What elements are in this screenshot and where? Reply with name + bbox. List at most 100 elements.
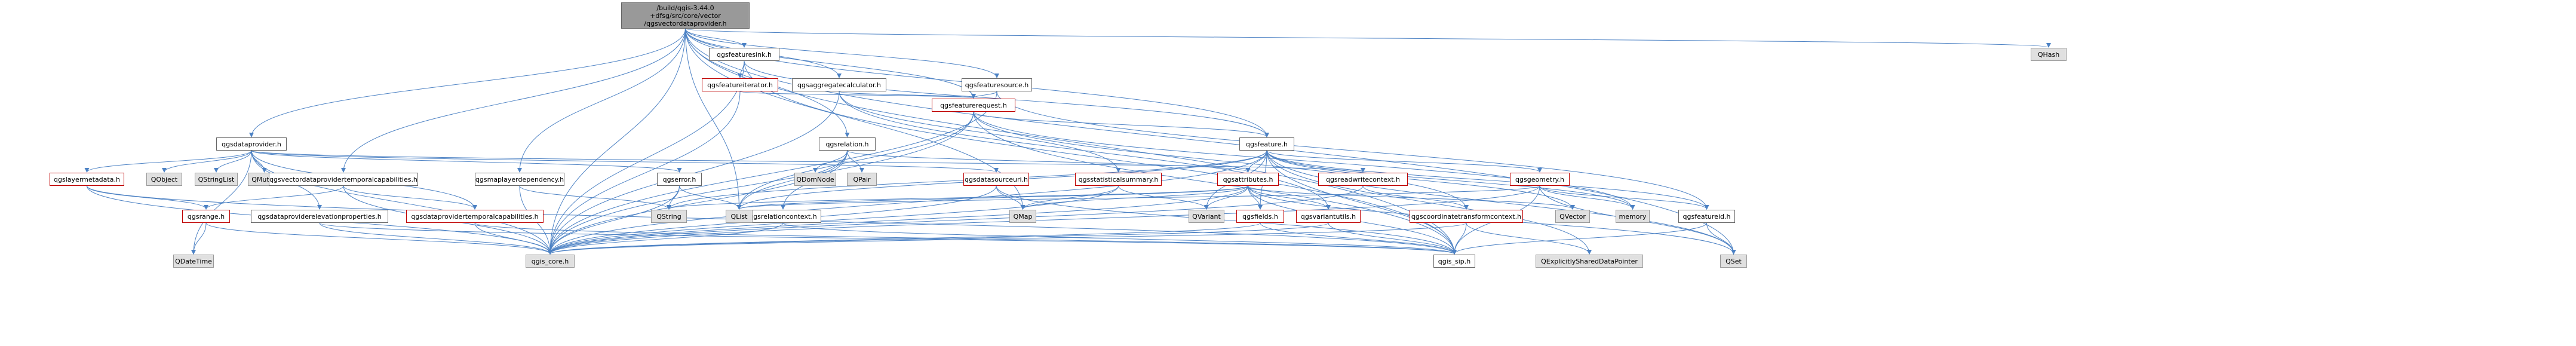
edge-error-to-qstring — [667, 185, 680, 210]
edge-range-to-core — [205, 222, 552, 255]
node-dpelevation[interactable]: qgsdataproviderelevationproperties.h — [251, 210, 388, 223]
edge-root-to-core — [548, 28, 686, 255]
edge-attributes-to-core — [548, 185, 1248, 255]
edge-geometry-to-memory — [1539, 185, 1635, 210]
edge-featureid-to-qset — [1706, 222, 1736, 255]
node-featureid[interactable]: qgsfeatureid.h — [1678, 210, 1735, 223]
node-relationctx[interactable]: qgsrelationcontext.h — [745, 210, 821, 223]
edge-featurerequest-to-core — [548, 111, 974, 255]
edge-geometry-to-qlist — [737, 185, 1540, 210]
edge-featureid-to-sip — [1452, 222, 1707, 255]
node-relation[interactable]: qgsrelation.h — [819, 137, 876, 151]
edge-dataprovider-to-datasourceuri — [251, 150, 999, 173]
edge-range-to-qdatetime — [191, 222, 207, 255]
edge-aggregatecalc-to-statsummary — [839, 91, 1121, 173]
edge-readwritectx-to-core — [548, 185, 1364, 255]
edge-dataprovider-to-qstringlist — [214, 150, 252, 173]
edge-aggregatecalc-to-featurerequest — [839, 91, 976, 99]
edge-layermetadata-to-range — [87, 185, 208, 210]
node-dataprovider[interactable]: qgsdataprovider.h — [216, 137, 287, 151]
edge-feature-to-geometry — [1266, 150, 1542, 173]
node-qvector[interactable]: QVector — [1555, 210, 1590, 223]
node-qset[interactable]: QSet — [1720, 255, 1747, 268]
edge-relation-to-attributes — [847, 150, 1251, 173]
node-coordtransformctx[interactable]: qgscoordinatetransformcontext.h — [1410, 210, 1523, 223]
edge-dpelevation-to-core — [319, 222, 552, 255]
node-root: /build/qgis-3.44.0 +dfsg/src/core/vector… — [621, 2, 750, 29]
node-qmap[interactable]: QMap — [1009, 210, 1036, 223]
edge-dpelevation-to-sip — [319, 222, 1457, 255]
edge-readwritectx-to-coordtransformctx — [1362, 185, 1469, 210]
node-memory[interactable]: memory — [1616, 210, 1650, 223]
node-qhash[interactable]: QHash — [2031, 48, 2067, 61]
edge-dataprovider-to-readwritectx — [251, 150, 1365, 173]
node-geometry[interactable]: qgsgeometry.h — [1510, 173, 1570, 186]
edge-featuresource-to-featurerequest — [971, 91, 997, 99]
edge-root-to-qlist — [685, 28, 742, 210]
node-qdomnode[interactable]: QDomNode — [794, 173, 836, 186]
node-qdatetime[interactable]: QDateTime — [173, 255, 214, 268]
edge-aggregatecalc-to-variantutils — [839, 91, 1331, 210]
node-feature[interactable]: qgsfeature.h — [1239, 137, 1294, 151]
node-qstringlist[interactable]: QStringList — [195, 173, 238, 186]
node-featurerequest[interactable]: qgsfeaturerequest.h — [932, 99, 1015, 112]
edge-dataprovider-to-layermetadata — [84, 150, 252, 173]
node-maplayerdep[interactable]: qgsmaplayerdependency.h — [475, 173, 564, 186]
node-qlist[interactable]: QList — [726, 210, 753, 223]
node-qstring[interactable]: QString — [651, 210, 687, 223]
edge-attributes-to-qvector — [1248, 185, 1575, 210]
edge-feature-to-qvector — [1266, 150, 1575, 210]
edge-dataprovider-to-core — [251, 150, 552, 255]
edge-featuresink-to-core — [548, 60, 745, 255]
node-featuresource[interactable]: qgsfeaturesource.h — [962, 78, 1032, 91]
edge-error-to-qlist — [679, 185, 742, 210]
node-readwritectx[interactable]: qgsreadwritecontext.h — [1318, 173, 1408, 186]
node-dptemporal[interactable]: qgsdataprovidertemporalcapabilities.h — [406, 210, 544, 223]
edge-dptemporal-to-sip — [474, 222, 1457, 255]
edge-coordtransformctx-to-core — [548, 222, 1467, 255]
node-error[interactable]: qgserror.h — [657, 173, 702, 186]
node-fields[interactable]: qgsfields.h — [1236, 210, 1284, 223]
edge-vdptemporal-to-range — [204, 185, 344, 210]
edge-feature-to-featureid — [1266, 150, 1709, 210]
edge-root-to-qhash — [685, 28, 2050, 48]
edge-root-to-sip — [685, 28, 1457, 255]
node-qexplicit[interactable]: QExplicitlySharedDataPointer — [1536, 255, 1643, 268]
node-sip[interactable]: qgis_sip.h — [1433, 255, 1475, 268]
edge-statsummary-to-qmap — [1020, 185, 1119, 210]
node-qobject[interactable]: QObject — [146, 173, 182, 186]
edge-dataprovider-to-qmutex — [251, 150, 267, 173]
node-core[interactable]: qgis_core.h — [526, 255, 575, 268]
node-variantutils[interactable]: qgsvariantutils.h — [1296, 210, 1361, 223]
edge-error-to-core — [548, 185, 680, 255]
node-featureiterator[interactable]: qgsfeatureiterator.h — [702, 78, 778, 91]
node-featuresink[interactable]: qgsfeaturesink.h — [709, 48, 779, 61]
edge-relation-to-qpair — [847, 150, 864, 173]
edge-root-to-maplayerdep — [517, 28, 686, 173]
node-datasourceuri[interactable]: qgsdatasourceuri.h — [963, 173, 1029, 186]
node-layermetadata[interactable]: qgslayermetadata.h — [50, 173, 124, 186]
node-qvariant[interactable]: QVariant — [1189, 210, 1224, 223]
node-attributes[interactable]: qgsattributes.h — [1217, 173, 1279, 186]
edge-feature-to-qexplicit — [1266, 150, 1592, 255]
edge-feature-to-sip — [1266, 150, 1457, 255]
node-statsummary[interactable]: qgsstatisticalsummary.h — [1075, 173, 1162, 186]
edge-featurerequest-to-qlist — [736, 111, 974, 210]
edge-datasourceuri-to-sip — [996, 185, 1457, 255]
edge-attributes-to-qvariant — [1204, 185, 1248, 210]
edge-relationctx-to-core — [548, 222, 784, 255]
edge-featurerequest-to-memory — [973, 111, 1635, 210]
edge-maplayerdep-to-qstring — [519, 185, 671, 210]
edge-root-to-qset — [685, 28, 1736, 255]
node-aggregatecalc[interactable]: qgsaggregatecalculator.h — [792, 78, 886, 91]
node-qpair[interactable]: QPair — [847, 173, 877, 186]
edge-variantutils-to-sip — [1328, 222, 1457, 255]
edge-attributes-to-qlist — [736, 185, 1248, 210]
node-range[interactable]: qgsrange.h — [182, 210, 230, 223]
edge-fields-to-core — [548, 222, 1261, 255]
node-vdptemporal[interactable]: qgsvectordataprovidertemporalcapabilitie… — [269, 173, 418, 186]
edge-geometry-to-featureid — [1539, 185, 1709, 210]
edge-dataprovider-to-qobject — [162, 150, 252, 173]
edge-featuresource-to-featureid — [996, 91, 1709, 210]
